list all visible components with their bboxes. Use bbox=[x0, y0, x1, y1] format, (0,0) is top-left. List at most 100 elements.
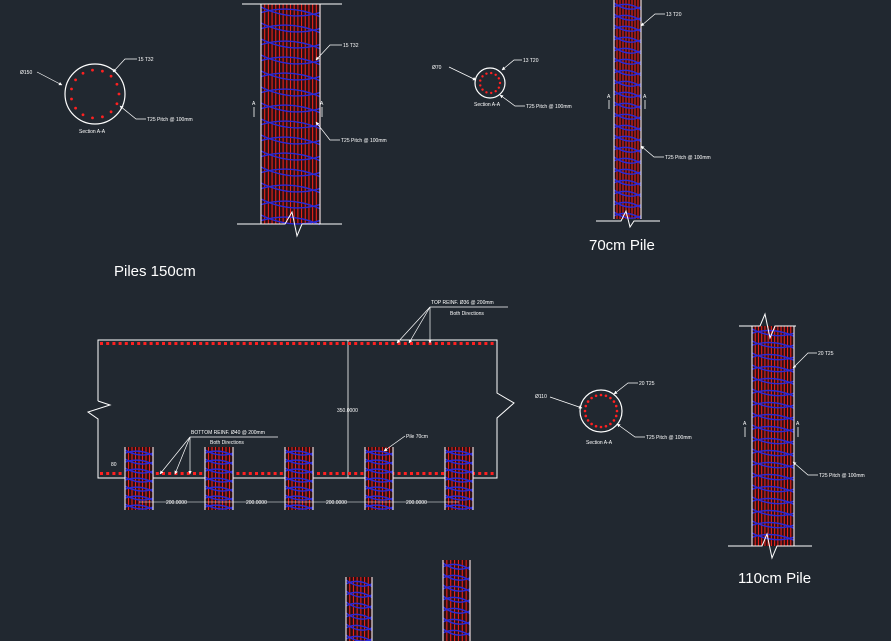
top-bar bbox=[248, 342, 252, 345]
rebar-dot bbox=[609, 396, 612, 400]
pilecap-group: 350.0000 80 TOP REINF. Ø36 @ 200mm Both … bbox=[86, 300, 515, 511]
pile150-elev-spiral-label: T25 Pitch @ 100mm bbox=[341, 138, 387, 144]
spiral-link bbox=[442, 562, 471, 637]
rebar-dot bbox=[586, 419, 590, 422]
rebar-dot bbox=[481, 75, 484, 78]
bottom-bar bbox=[279, 472, 283, 475]
pile110-section-dia: Ø110 bbox=[535, 394, 547, 400]
bottom-bar bbox=[422, 472, 426, 475]
cap-pile bbox=[204, 447, 234, 511]
rebar-dot bbox=[485, 72, 488, 75]
pilecap-top-reinf-label: TOP REINF. Ø36 @ 200mm bbox=[431, 300, 494, 306]
top-bar bbox=[193, 342, 196, 345]
rebar-dot bbox=[612, 400, 616, 403]
top-bar bbox=[267, 342, 271, 345]
rebar-dot bbox=[70, 87, 73, 91]
rebar-dot bbox=[74, 106, 77, 110]
rebar-dot bbox=[485, 91, 488, 94]
top-bar bbox=[131, 342, 134, 345]
spacing-2: 200.0000 bbox=[246, 500, 267, 506]
pile150-section-title: Section A-A bbox=[79, 129, 106, 135]
bottom-bar bbox=[360, 472, 364, 475]
bottom-bar bbox=[193, 472, 196, 475]
spacing-1: 200.0000 bbox=[166, 500, 187, 506]
bottom-bar bbox=[490, 472, 494, 475]
bottom-bar bbox=[106, 472, 110, 475]
top-bar bbox=[465, 342, 469, 345]
pile110-elevation bbox=[751, 326, 795, 546]
top-bar bbox=[453, 342, 457, 345]
pilecap-piles bbox=[124, 447, 474, 511]
top-bar bbox=[447, 342, 451, 345]
bottom-bar bbox=[118, 472, 122, 475]
cap-pile bbox=[284, 447, 314, 511]
pile150-elevation bbox=[260, 4, 321, 226]
pile110-section-title: Section A-A bbox=[586, 440, 613, 446]
bottom-bar bbox=[323, 472, 327, 475]
rebar-dot bbox=[497, 77, 501, 80]
rebar-dot bbox=[498, 81, 502, 85]
bottom-bar bbox=[186, 472, 190, 475]
bottom-bar bbox=[162, 472, 165, 475]
rebar-dot bbox=[494, 73, 497, 76]
bottom-bar bbox=[441, 472, 444, 475]
top-bar bbox=[112, 342, 116, 345]
pile70-title: 70cm Pile bbox=[589, 237, 655, 254]
rebar-dot bbox=[583, 409, 587, 413]
top-bar bbox=[441, 342, 444, 345]
bottom-bar bbox=[317, 472, 320, 475]
bottom-bar bbox=[236, 472, 240, 475]
bottom-bar bbox=[329, 472, 333, 475]
bottom-bar bbox=[261, 472, 265, 475]
rebar-dot bbox=[494, 90, 497, 93]
pile150-group: Ø150 15 T32 T25 Pitch @ 100mm Section A-… bbox=[20, 3, 387, 280]
rebar-dot bbox=[91, 116, 94, 120]
top-bar bbox=[106, 342, 110, 345]
bottom-bar bbox=[341, 472, 345, 475]
rebar-dot bbox=[109, 110, 113, 114]
spiral-link bbox=[613, 2, 642, 220]
top-bar bbox=[298, 342, 302, 345]
top-bar bbox=[279, 342, 283, 345]
cap-pile bbox=[124, 447, 154, 511]
rebar-dot bbox=[594, 424, 598, 428]
rebar-dot bbox=[117, 92, 121, 96]
spiral-link bbox=[284, 449, 314, 511]
spiral-link bbox=[444, 449, 474, 511]
partial-pile-elevations bbox=[345, 560, 471, 641]
pile70-section-title: Section A-A bbox=[474, 102, 501, 108]
top-bar bbox=[416, 342, 420, 345]
spiral-link bbox=[260, 6, 321, 226]
pile70-section-spiral-label: T25 Pitch @ 100mm bbox=[526, 104, 572, 110]
top-bar bbox=[434, 342, 438, 345]
pile110-cut-right: A bbox=[796, 421, 800, 427]
rebar-dot bbox=[584, 404, 588, 408]
top-bar bbox=[236, 342, 240, 345]
bottom-bar bbox=[410, 472, 413, 475]
top-bar bbox=[199, 342, 203, 345]
pile70-section-bars bbox=[479, 71, 502, 95]
top-bar bbox=[292, 342, 296, 345]
top-bar bbox=[143, 342, 147, 345]
pile150-section-dia: Ø150 bbox=[20, 70, 32, 76]
top-bar bbox=[410, 342, 413, 345]
pile70-elevation bbox=[613, 0, 642, 220]
spacing-3: 200.0000 bbox=[326, 500, 347, 506]
top-bar bbox=[186, 342, 190, 345]
bottom-bar bbox=[478, 472, 482, 475]
pile110-title: 110cm Pile bbox=[738, 570, 811, 587]
top-bar bbox=[168, 342, 172, 345]
bottom-bar bbox=[255, 472, 258, 475]
top-bar bbox=[385, 342, 389, 345]
bottom-bar bbox=[416, 472, 420, 475]
pile110-elev-bars-label: 20 T25 bbox=[818, 351, 834, 357]
top-bar bbox=[310, 342, 314, 345]
top-bar bbox=[230, 342, 234, 345]
top-bar bbox=[137, 342, 141, 345]
rebar-dot bbox=[614, 414, 618, 418]
pile150-section-bars bbox=[70, 68, 121, 120]
rebar-dot bbox=[101, 69, 104, 73]
rebar-dot bbox=[586, 400, 590, 403]
top-bar bbox=[149, 342, 153, 345]
pilecap-spacings: 200.0000 200.0000 200.0000 200.0000 bbox=[166, 500, 427, 506]
